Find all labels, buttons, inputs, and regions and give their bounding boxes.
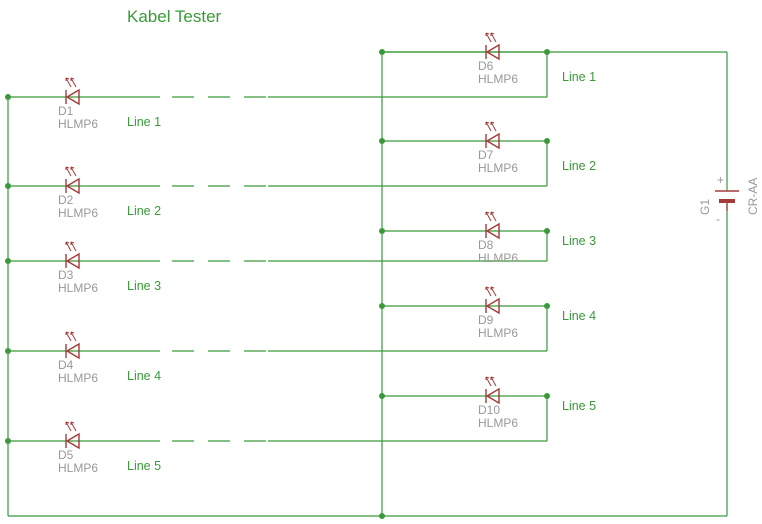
led-value: HLMP6 <box>478 161 518 175</box>
net-label: Line 1 <box>127 115 161 129</box>
left-row-1-led-light-arrows <box>65 77 77 88</box>
right-row-2-led-light-arrows <box>485 121 497 132</box>
wiring <box>7 51 728 517</box>
left-row-3-led-light-arrows <box>65 241 77 252</box>
battery-minus-sign: - <box>716 212 720 226</box>
led-ref: D8 <box>478 238 494 252</box>
junction-dot <box>5 348 11 354</box>
left-row-4-led-triangle <box>65 342 80 360</box>
led-ref: D1 <box>58 104 74 118</box>
junction-dot <box>379 49 385 55</box>
right-row-3-led-triangle <box>485 222 500 240</box>
right-row-5-led-symbol <box>485 376 500 405</box>
led-value: HLMP6 <box>58 206 98 220</box>
junction-dot <box>544 393 550 399</box>
led-ref: D4 <box>58 358 74 372</box>
led-value: HLMP6 <box>478 72 518 86</box>
left-row-2-led-symbol <box>65 166 80 195</box>
right-row-1-led-light-arrows <box>485 32 497 43</box>
left-row-4-led-light-arrows <box>65 331 77 342</box>
junction-dot <box>5 183 11 189</box>
left-row-5-led-light-arrows <box>65 421 77 432</box>
led-ref: D2 <box>58 193 74 207</box>
junction-dot <box>5 438 11 444</box>
right-row-1-led-triangle <box>485 43 500 61</box>
led-value: HLMP6 <box>478 251 518 265</box>
led-value: HLMP6 <box>58 281 98 295</box>
net-label: Line 4 <box>127 369 161 383</box>
net-label: Line 4 <box>562 309 596 323</box>
led-ref: D6 <box>478 59 494 73</box>
right-row-5-led-triangle <box>485 387 500 405</box>
right-row-1-led-symbol <box>485 32 500 61</box>
led-ref: D5 <box>58 448 74 462</box>
right-row-3-led-symbol <box>485 211 500 240</box>
left-row-2-led-triangle <box>65 177 80 195</box>
left-row-5-led-symbol <box>65 421 80 450</box>
left-row-4-led-symbol <box>65 331 80 360</box>
net-label: Line 3 <box>127 279 161 293</box>
junction-dot <box>379 303 385 309</box>
led-value: HLMP6 <box>478 326 518 340</box>
led-ref: D3 <box>58 268 74 282</box>
junction-dot <box>544 138 550 144</box>
battery-value: CR-AA <box>746 178 760 215</box>
led-ref: D7 <box>478 148 494 162</box>
led-value: HLMP6 <box>58 461 98 475</box>
led-value: HLMP6 <box>58 371 98 385</box>
left-row-1-led-symbol <box>65 77 80 106</box>
right-row-4-led-symbol <box>485 286 500 315</box>
left-row-2-led-light-arrows <box>65 166 77 177</box>
junction-dot <box>544 228 550 234</box>
right-row-3-led-light-arrows <box>485 211 497 222</box>
left-row-5-led-triangle <box>65 432 80 450</box>
junction-dot <box>544 49 550 55</box>
led-value: HLMP6 <box>58 117 98 131</box>
right-row-4-led-triangle <box>485 297 500 315</box>
right-row-2-led-triangle <box>485 132 500 150</box>
led-ref: D10 <box>478 403 500 417</box>
led-value: HLMP6 <box>478 416 518 430</box>
battery-plus-sign: + <box>717 173 724 187</box>
junction-dot <box>379 513 385 519</box>
net-label: Line 5 <box>127 459 161 473</box>
right-row-2-led-symbol <box>485 121 500 150</box>
battery-ref: G1 <box>698 199 712 215</box>
led-ref: D9 <box>478 313 494 327</box>
net-label: Line 3 <box>562 234 596 248</box>
junction-dot <box>544 303 550 309</box>
schematic-title: Kabel Tester <box>127 7 222 26</box>
left-row-3-led-symbol <box>65 241 80 270</box>
net-label: Line 1 <box>562 70 596 84</box>
junction-dot <box>5 258 11 264</box>
battery-g1: + - G1 CR-AA <box>698 173 760 226</box>
left-row-1-led-triangle <box>65 88 80 106</box>
left-row-3-led-triangle <box>65 252 80 270</box>
right-row-4-led-light-arrows <box>485 286 497 297</box>
junction-dots <box>5 49 550 519</box>
net-label: Line 2 <box>127 204 161 218</box>
junction-dot <box>379 228 385 234</box>
right-row-5-led-light-arrows <box>485 376 497 387</box>
net-label: Line 2 <box>562 159 596 173</box>
junction-dot <box>379 138 385 144</box>
junction-dot <box>5 94 11 100</box>
net-label: Line 5 <box>562 399 596 413</box>
junction-dot <box>379 393 385 399</box>
